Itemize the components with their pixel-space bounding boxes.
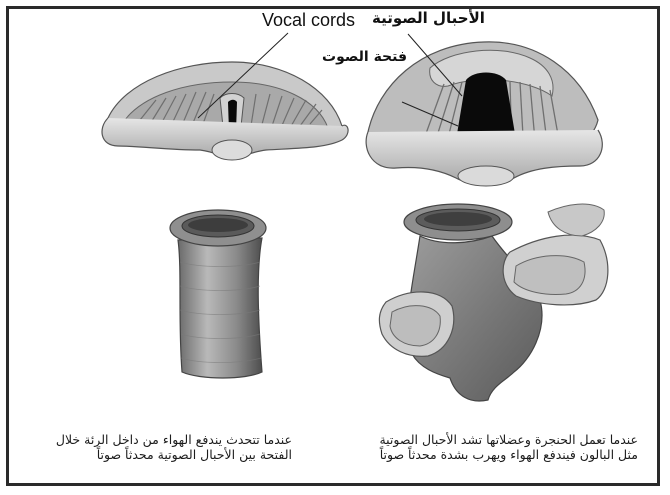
- label-vocal-cords-arabic: الأحبال الصوتية: [372, 9, 485, 27]
- caption-left: عندما تتحدث يندفع الهواء من داخل الرئة خ…: [22, 432, 292, 462]
- label-vocal-cords-english: Vocal cords: [262, 10, 355, 31]
- caption-right: عندما تعمل الحنجرة وعضلاتها تشد الأحبال …: [368, 432, 638, 462]
- larynx-closed-illustration: [102, 62, 348, 160]
- squeezed-larynx-illustration: [379, 204, 608, 401]
- windpipe-tube-illustration: [170, 210, 266, 378]
- label-glottis-arabic: فتحة الصوت: [322, 49, 407, 65]
